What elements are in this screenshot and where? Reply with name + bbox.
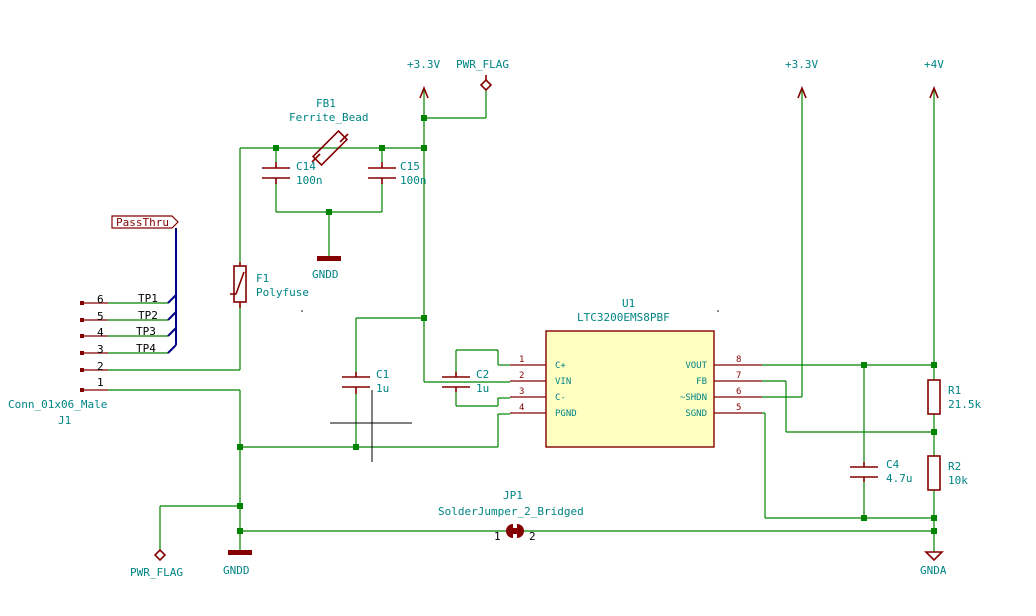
svg-text:U1: U1 [622,297,635,310]
svg-text:2: 2 [97,360,104,373]
svg-text:+3.3V: +3.3V [785,58,818,71]
u1-pin4-num: 4 [519,403,524,413]
wires [108,90,935,552]
u1-pin5-num: 5 [736,403,741,413]
svg-text:1: 1 [97,376,104,389]
u1-pin5-name: SGND [685,409,707,419]
svg-text:R2: R2 [948,460,961,473]
u1-pin2-name: VIN [555,377,571,387]
svg-text:3: 3 [97,343,104,356]
power-3v3-top: +3.3V [407,58,440,99]
svg-text:GNDD: GNDD [312,268,339,281]
svg-text:1: 1 [494,530,501,543]
u1-pin6-num: 6 [736,387,741,397]
power-3v3-right: +3.3V [785,58,818,99]
power-4v: +4V [924,58,944,99]
svg-text:C1: C1 [376,368,389,381]
polyfuse-f1: F1 Polyfuse [230,262,309,308]
gnda-symbol: GNDA [920,551,947,577]
svg-text:JP1: JP1 [503,489,523,502]
svg-text:C14: C14 [296,160,316,173]
junction-dots [237,115,937,534]
svg-text:C15: C15 [400,160,420,173]
svg-text:5: 5 [97,310,104,323]
u1-pin8-num: 8 [736,355,741,365]
ferrite-bead-fb1: FB1 Ferrite_Bead [289,97,368,167]
svg-text:SolderJumper_2_Bridged: SolderJumper_2_Bridged [438,505,584,518]
u1-pin1-name: C+ [555,361,566,371]
svg-text:J1: J1 [58,414,71,427]
svg-text:GNDA: GNDA [920,564,947,577]
u1-pin7-num: 7 [736,371,741,381]
gndd-bottom-symbol: GNDD [223,550,252,577]
u1-pin4-name: PGND [555,409,577,419]
capacitor-c15: C15 100n [368,160,427,187]
u1-pin2-num: 2 [519,371,524,381]
svg-text:LTC3200EMS8PBF: LTC3200EMS8PBF [577,311,670,324]
svg-text:4: 4 [97,326,104,339]
svg-text:F1: F1 [256,272,269,285]
svg-text:TP4: TP4 [136,342,156,355]
svg-text:FB1: FB1 [316,97,336,110]
gndd-caps-symbol: GNDD [312,256,341,281]
svg-text:PassThru: PassThru [116,216,169,229]
svg-text:+4V: +4V [924,58,944,71]
svg-text:C2: C2 [476,368,489,381]
resistor-r1: R1 21.5k [927,379,981,415]
svg-text:100n: 100n [296,174,323,187]
svg-text:Ferrite_Bead: Ferrite_Bead [289,111,368,124]
solder-jumper-jp1: JP1 SolderJumper_2_Bridged 1 2 [438,489,584,543]
svg-text:+3.3V: +3.3V [407,58,440,71]
svg-text:100n: 100n [400,174,427,187]
svg-text:2: 2 [529,530,536,543]
svg-text:GNDD: GNDD [223,564,250,577]
svg-text:TP2: TP2 [138,309,158,322]
u1-pin7-name: FB [696,377,707,387]
svg-text:Conn_01x06_Male: Conn_01x06_Male [8,398,107,411]
svg-text:R1: R1 [948,384,961,397]
capacitor-c4: C4 4.7u [850,458,913,485]
pwr-flag-top: PWR_FLAG [456,58,509,92]
u1-pin1-num: 1 [519,355,524,365]
svg-text:6: 6 [97,293,104,306]
u1-pin6-name: ~SHDN [680,393,707,403]
svg-text:PWR_FLAG: PWR_FLAG [456,58,509,71]
u1-pin8-name: VOUT [685,361,707,371]
crosshair-lines [301,310,719,462]
connector-j1: 6 5 4 3 2 1 TP1 TP2 TP3 TP4 PassThru Con… [8,215,179,427]
capacitor-c14: C14 100n [262,160,323,187]
resistor-r2: R2 10k [927,455,968,491]
svg-text:1u: 1u [476,382,489,395]
svg-text:C4: C4 [886,458,900,471]
u1-pin3-name: C- [555,393,566,403]
ic-u1: U1 LTC3200EMS8PBF 1 2 3 4 C+ VIN C- PGND… [510,297,762,448]
svg-text:PWR_FLAG: PWR_FLAG [130,566,183,579]
svg-text:10k: 10k [948,474,968,487]
svg-text:TP3: TP3 [136,325,156,338]
svg-text:TP1: TP1 [138,292,158,305]
capacitor-c2: C2 1u [442,368,489,395]
svg-text:Polyfuse: Polyfuse [256,286,309,299]
capacitor-c1: C1 1u [342,368,389,395]
pwr-flag-bottom: PWR_FLAG [130,548,183,579]
svg-text:1u: 1u [376,382,389,395]
svg-text:4.7u: 4.7u [886,472,913,485]
svg-text:21.5k: 21.5k [948,398,981,411]
u1-pin3-num: 3 [519,387,524,397]
